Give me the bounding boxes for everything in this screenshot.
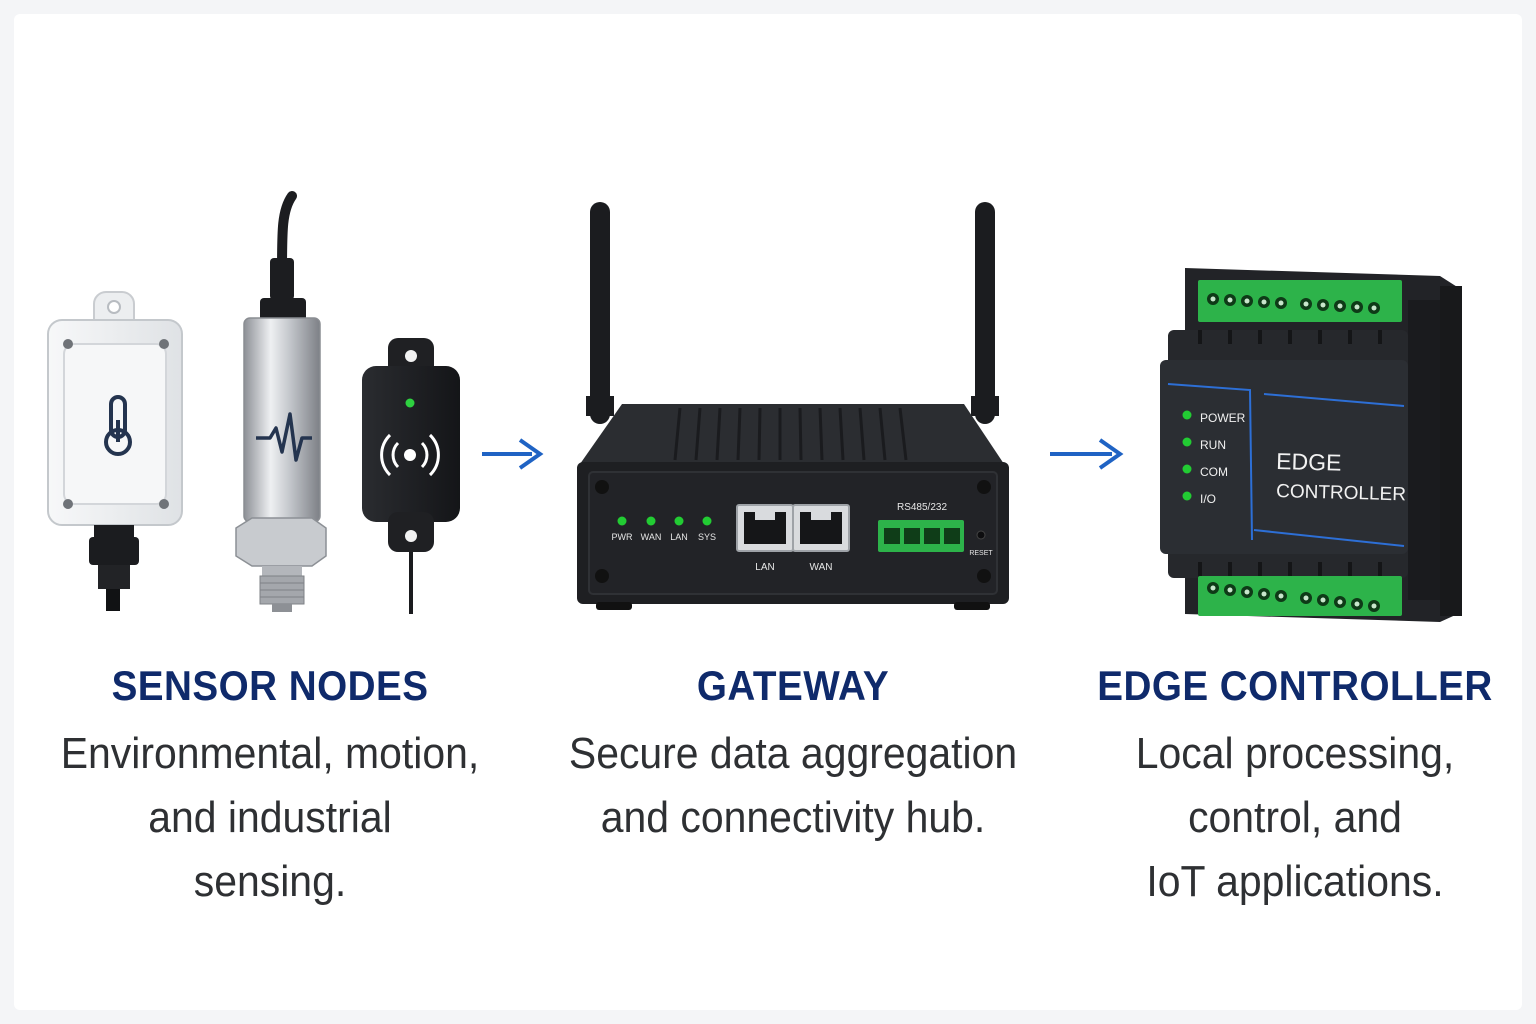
stage-sensor-nodes: SENSOR NODES Environmental, motion, and …	[20, 660, 520, 914]
led-label-lan: LAN	[670, 532, 688, 542]
status-led-run: RUN	[1200, 438, 1226, 452]
description-line: and connectivity hub.	[600, 793, 986, 842]
thermometer-icon	[104, 395, 132, 456]
description-line: Local processing,	[1135, 729, 1455, 778]
stage-title: GATEWAY	[696, 662, 890, 709]
stage-title: EDGE CONTROLLER	[1097, 662, 1493, 709]
temperature-sensor	[47, 291, 183, 611]
stage-title: SENSOR NODES	[111, 662, 429, 709]
stage-edge-controller: EDGE CONTROLLER Local processing, contro…	[1075, 660, 1515, 914]
description-line: Environmental, motion,	[60, 729, 480, 778]
arrow-right-icon	[1050, 438, 1124, 470]
edge-controller-device: POWER RUN COM I/O EDGE CONTROLLER	[1160, 268, 1462, 622]
pressure-sensor	[235, 191, 327, 612]
description-line: IoT applications.	[1146, 857, 1444, 906]
wireless-signal-icon	[380, 433, 440, 477]
description-line: sensing.	[193, 857, 347, 906]
gateway-device: PWR WAN LAN SYS LAN WAN RS485/232 RESET	[577, 202, 1009, 610]
serial-label: RS485/232	[897, 502, 947, 513]
controller-panel-title-line2: CONTROLLER	[1276, 481, 1406, 505]
description-line: Secure data aggregation	[568, 729, 1018, 778]
led-label-wan: WAN	[641, 532, 662, 542]
serial-terminal	[878, 520, 964, 552]
arrow-right-icon	[482, 438, 544, 470]
port-label-lan: LAN	[755, 562, 774, 573]
description-line: control, and	[1188, 793, 1402, 842]
description-line: and industrial	[148, 793, 392, 842]
controller-panel-title-line1: EDGE	[1276, 448, 1342, 476]
wireless-sensor	[362, 338, 460, 614]
port-label-wan: WAN	[810, 562, 833, 573]
status-led-io: I/O	[1200, 492, 1216, 506]
led-label-sys: SYS	[698, 532, 716, 542]
led-label-pwr: PWR	[612, 532, 633, 542]
lan-port	[736, 504, 794, 552]
stage-description: Local processing, control, and IoT appli…	[1090, 722, 1499, 914]
reset-label: RESET	[969, 550, 993, 557]
stage-gateway: GATEWAY Secure data aggregation and conn…	[548, 660, 1038, 850]
status-led-com: COM	[1200, 465, 1228, 479]
stage-description: Secure data aggregation and connectivity…	[565, 722, 1021, 850]
pulse-wave-icon	[256, 412, 312, 462]
wan-port	[792, 504, 850, 552]
status-led-power: POWER	[1200, 411, 1246, 425]
stage-description: Environmental, motion, and industrial se…	[38, 722, 503, 914]
